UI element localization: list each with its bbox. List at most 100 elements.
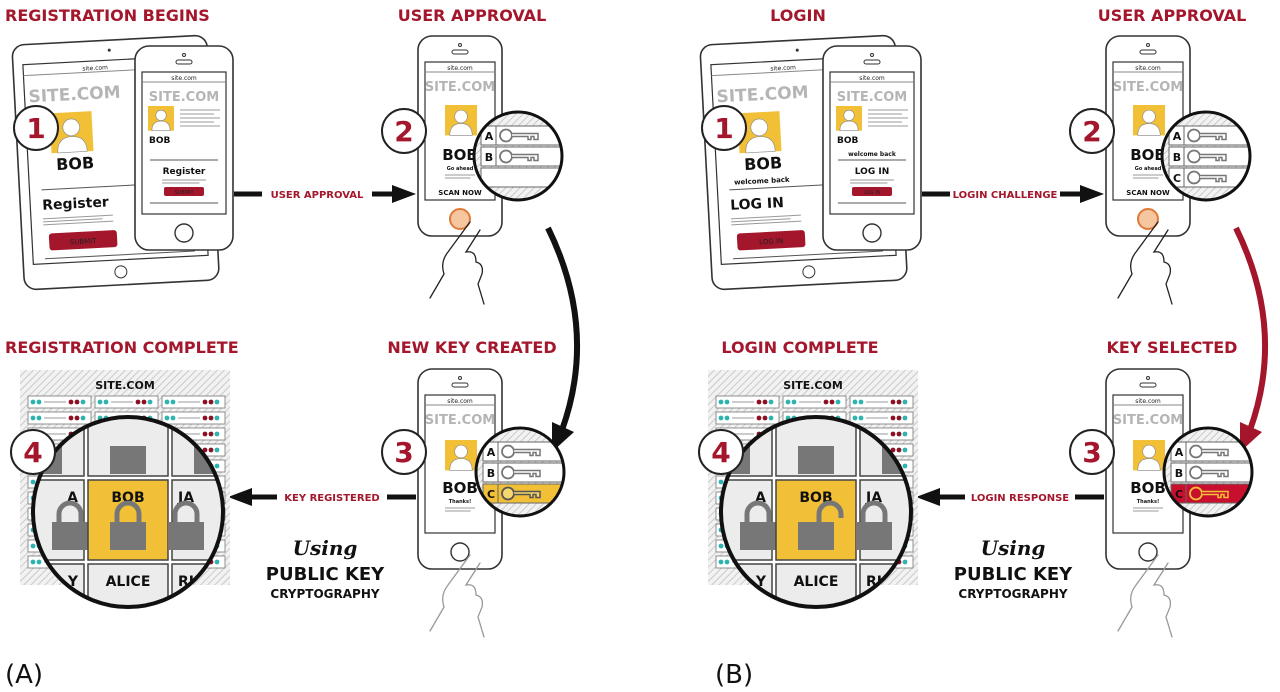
key-blade [1202, 469, 1229, 478]
approval-prompt: Go ahead [447, 166, 474, 172]
site-brand: SITE.COM [425, 413, 495, 428]
tablet-submit-button[interactable] [48, 230, 118, 251]
user-name: BOB [56, 153, 95, 174]
avatar-head-icon [454, 109, 468, 124]
avatar [445, 105, 477, 136]
footnote-line-2: CRYPTOGRAPHY [958, 587, 1067, 601]
panel-caption: (A) [5, 660, 43, 690]
home-button[interactable] [450, 542, 470, 562]
arrow-head-icon [228, 488, 252, 506]
server-unit [94, 395, 159, 409]
avatar-body-icon [839, 120, 859, 131]
step-number: 1 [714, 112, 733, 145]
key-letter: B [485, 151, 493, 164]
fingerprint-scan-button[interactable] [449, 208, 471, 230]
padlock-icon [110, 500, 146, 550]
phone-submit-button[interactable] [164, 187, 204, 196]
step-number: 3 [394, 436, 413, 469]
status-light [791, 399, 797, 405]
arrow-label: LOGIN RESPONSE [971, 493, 1069, 504]
status-light [103, 399, 109, 405]
avatar-head-icon [1142, 444, 1156, 459]
status-light [30, 479, 36, 485]
key-bow [501, 444, 515, 459]
padlock-icon [52, 500, 88, 550]
status-light [30, 559, 36, 565]
avatar [1133, 105, 1165, 136]
key-bow [1187, 149, 1201, 164]
key-letter: B [1175, 467, 1183, 480]
status-light [80, 399, 86, 405]
status-light [68, 415, 74, 421]
avatar [836, 106, 862, 131]
url-bar: site.com [859, 75, 885, 82]
phone-speaker-icon [863, 59, 881, 65]
status-light [890, 447, 896, 453]
step-3-title: NEW KEY CREATED [387, 338, 556, 357]
key-list: ABC [1164, 428, 1252, 516]
avatar-head-icon [62, 118, 80, 137]
tablet-home-button[interactable] [114, 265, 128, 279]
key-bow [499, 149, 513, 164]
greeting: welcome back [848, 151, 897, 158]
key-bow [501, 486, 515, 501]
curve-arrow-head-icon [1240, 422, 1262, 452]
padlock-body [856, 522, 892, 550]
url-bar: site.com [82, 64, 108, 72]
key-store-magnifier: ABC [1160, 110, 1252, 202]
status-light [785, 399, 791, 405]
arrow-label-bg [262, 186, 372, 202]
tablet-home-button[interactable] [802, 265, 816, 279]
phone-screen [829, 71, 915, 215]
phone-submit-button[interactable] [852, 187, 892, 196]
arrow-head-icon [916, 488, 940, 506]
avatar-head-icon [843, 109, 855, 121]
site-brand: SITE.COM [425, 80, 495, 95]
url-bar: site.com [1135, 398, 1161, 405]
step-3-title: KEY SELECTED [1107, 338, 1238, 357]
status-light [718, 415, 724, 421]
tablet-submit-button[interactable] [736, 230, 806, 251]
magnifier-ring [474, 426, 566, 518]
user-name: BOB [1130, 146, 1166, 164]
status-light [36, 415, 42, 421]
finger-hand-icon [1117, 221, 1173, 305]
arrow-head-icon [1080, 185, 1104, 203]
status-light [208, 415, 214, 421]
key-letter: A [1173, 130, 1182, 143]
home-button[interactable] [174, 223, 194, 243]
server-unit [161, 411, 226, 425]
key-icon [1187, 128, 1227, 143]
key-icon [501, 465, 541, 480]
placeholder-text-line [43, 220, 114, 226]
status-light [768, 415, 774, 421]
flow-arrow: LOGIN RESPONSE [916, 488, 1104, 506]
magnifier-ring [1160, 110, 1252, 202]
magnifier-ring [719, 415, 913, 609]
fingerprint-scan-button[interactable] [1137, 208, 1159, 230]
padlock-icon [798, 446, 834, 474]
step-number-circle [381, 429, 427, 475]
step-1-title: LOGIN [770, 6, 826, 25]
step-1-title: REGISTRATION BEGINS [5, 6, 210, 25]
server-title: SITE.COM [95, 379, 155, 392]
url-bar: site.com [770, 64, 796, 72]
key-blade [514, 490, 541, 499]
key-blade [1202, 490, 1229, 499]
padlock-shackle [56, 500, 84, 522]
status-light [902, 399, 908, 405]
home-button[interactable] [862, 223, 882, 243]
status-light [97, 399, 103, 405]
status-light [147, 399, 153, 405]
key-blade [514, 448, 541, 457]
home-button[interactable] [1138, 542, 1158, 562]
status-light [718, 559, 724, 565]
phone-speaker-icon [1139, 382, 1157, 388]
drive-slot [178, 417, 200, 419]
form-heading: Register [163, 167, 206, 177]
flow-arrow: USER APPROVAL [234, 185, 416, 203]
greeting: welcome back [734, 176, 790, 187]
